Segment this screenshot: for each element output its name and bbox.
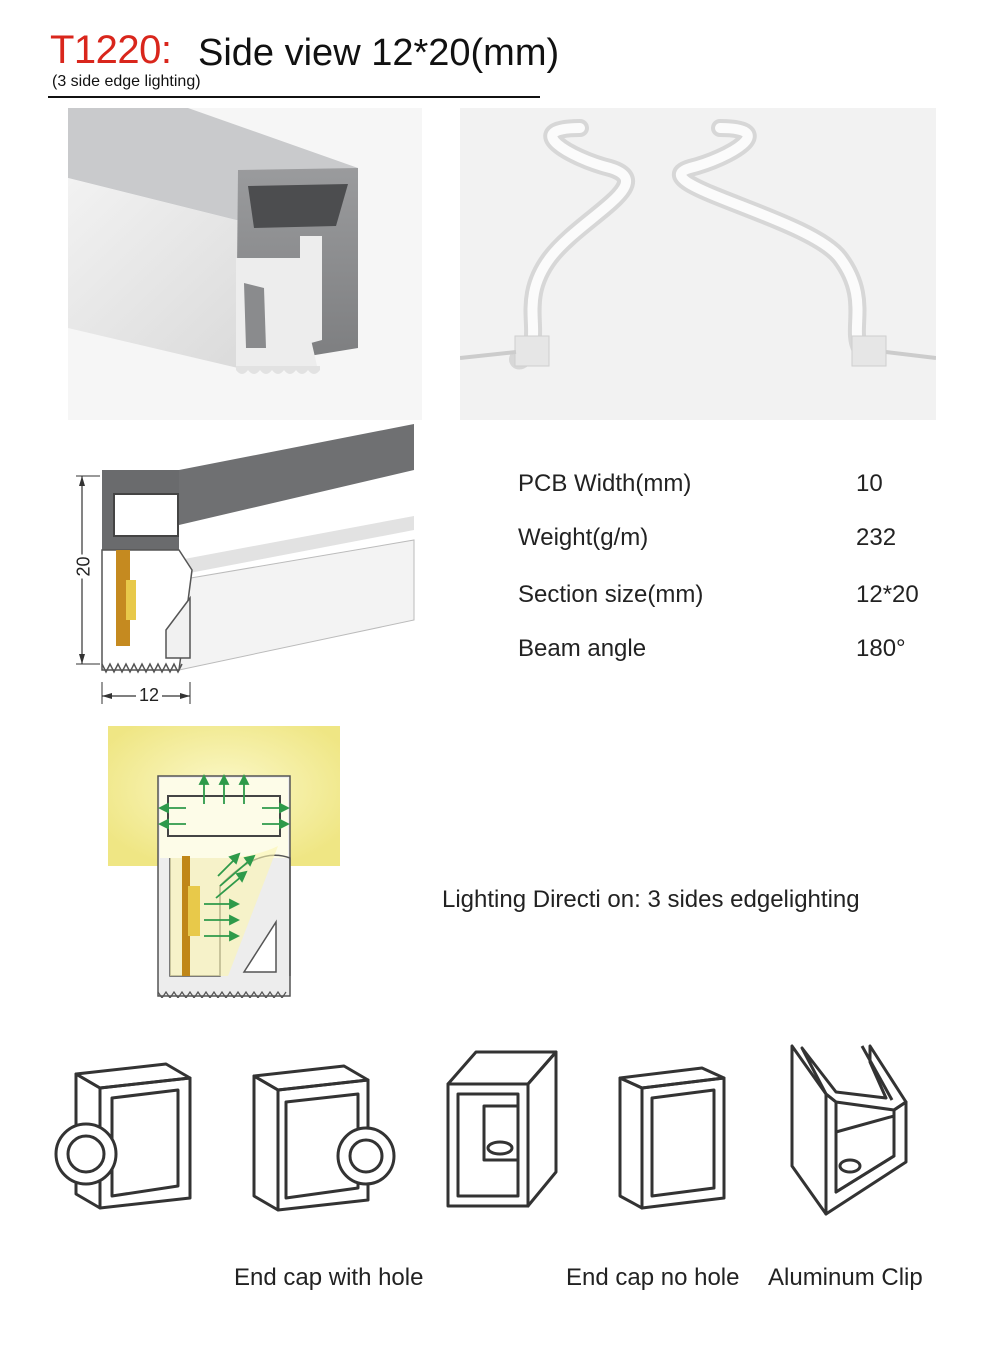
end-cap-with-hole-right-icon bbox=[252, 1064, 396, 1212]
end-cap-no-hole-open-icon bbox=[446, 1050, 558, 1208]
spec-row: Weight(g/m) 232 bbox=[518, 524, 958, 556]
spec-label: PCB Width(mm) bbox=[518, 470, 692, 497]
width-dimension-label: 12 bbox=[136, 685, 163, 706]
aluminum-clip-label: Aluminum Clip bbox=[768, 1264, 923, 1291]
spec-value: 10 bbox=[856, 470, 883, 497]
flex-bend-image bbox=[460, 108, 936, 420]
spec-value: 180° bbox=[856, 635, 906, 662]
spec-label: Weight(g/m) bbox=[518, 524, 649, 551]
page-subtitle: (3 side edge lighting) bbox=[52, 73, 201, 90]
profile-render-image bbox=[68, 108, 422, 420]
end-cap-no-hole-icon bbox=[618, 1066, 726, 1210]
height-dimension-label: 20 bbox=[73, 554, 95, 579]
spec-label: Beam angle bbox=[518, 635, 647, 662]
spec-row: PCB Width(mm) 10 bbox=[518, 470, 958, 502]
end-cap-with-hole-label: End cap with hole bbox=[234, 1264, 424, 1291]
end-cap-with-hole-left-icon bbox=[54, 1062, 192, 1210]
spec-row: Beam angle 180° bbox=[518, 635, 958, 667]
spec-value: 232 bbox=[856, 524, 897, 551]
spec-value: 12*20 bbox=[856, 581, 919, 608]
spec-row: Section size(mm) 12*20 bbox=[518, 581, 958, 613]
end-cap-no-hole-label: End cap no hole bbox=[566, 1264, 740, 1291]
header-divider bbox=[48, 96, 540, 98]
aluminum-clip-icon bbox=[790, 1044, 908, 1216]
spec-label: Section size(mm) bbox=[518, 581, 704, 608]
lighting-direction-text: Lighting Directi on: 3 sides edgelightin… bbox=[442, 886, 860, 913]
product-model: T1220: bbox=[50, 28, 172, 72]
dimension-drawing bbox=[76, 424, 415, 704]
page-title: Side view 12*20(mm) bbox=[198, 32, 560, 74]
lighting-direction-diagram bbox=[108, 726, 340, 998]
